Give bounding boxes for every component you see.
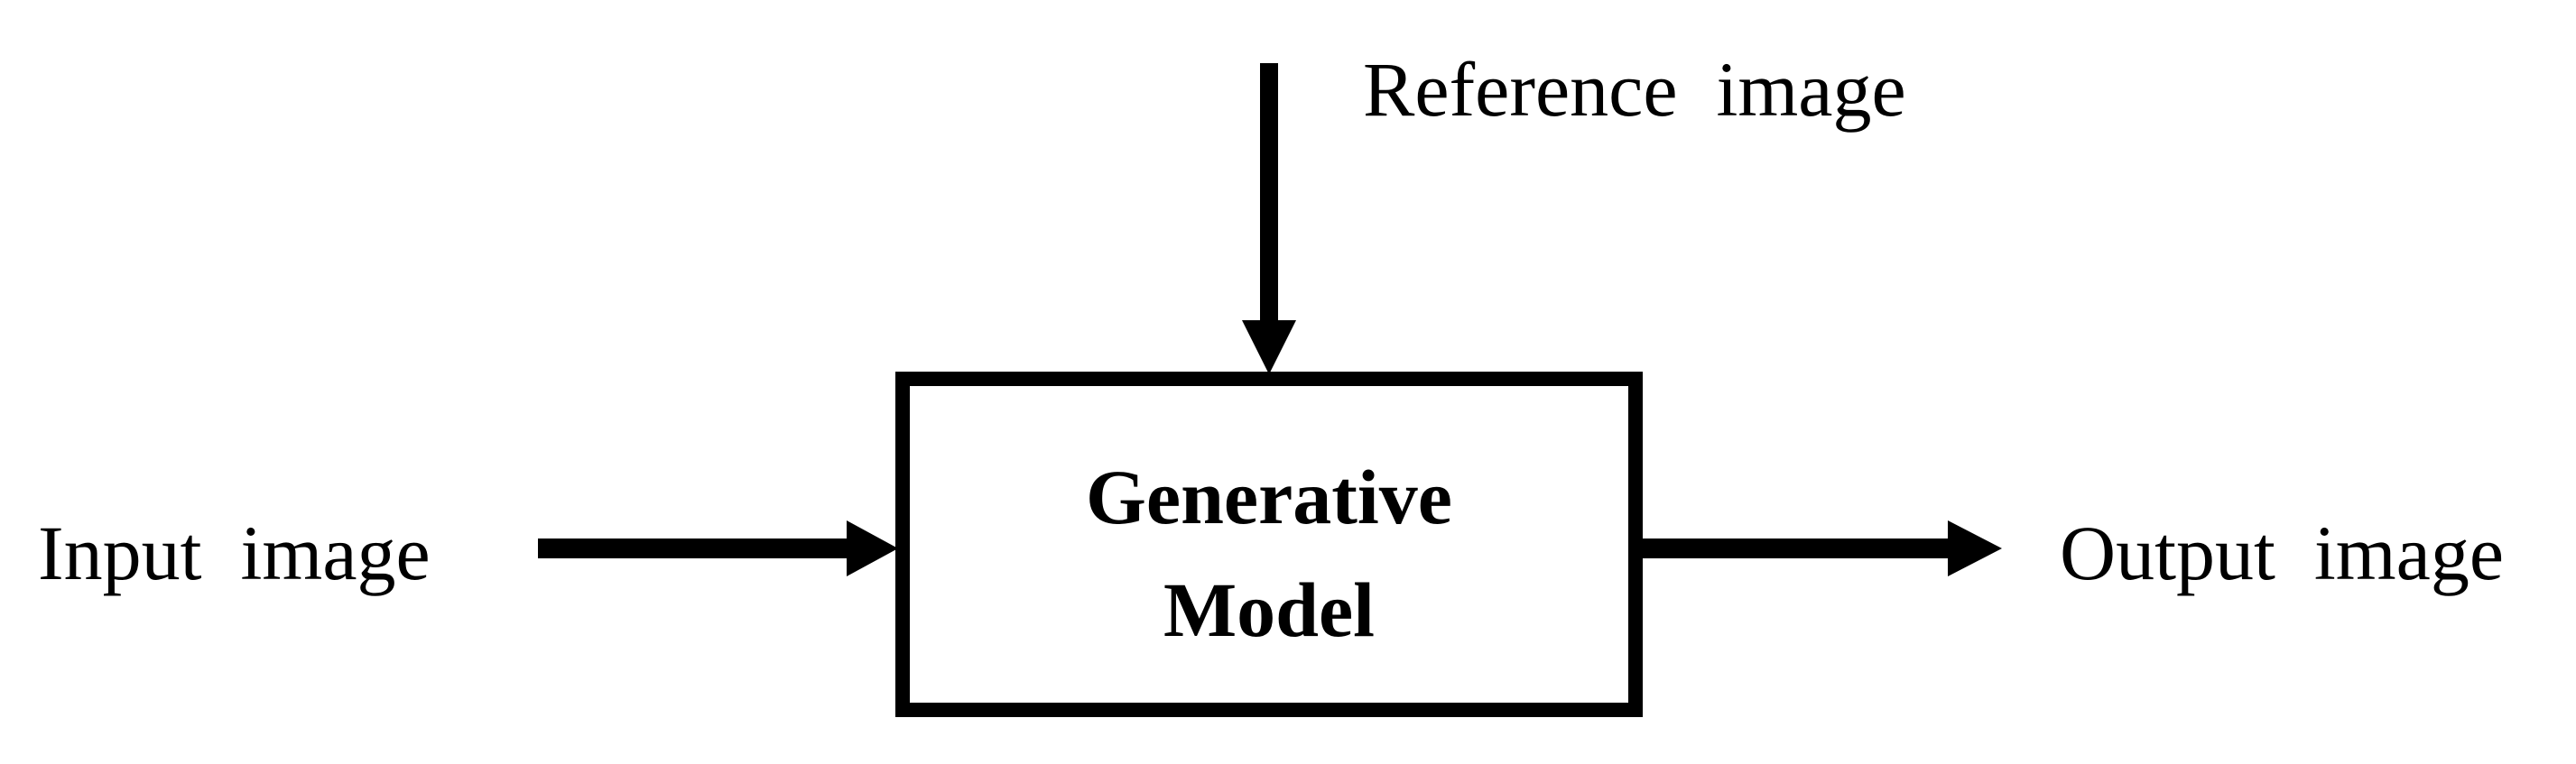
input-arrow (538, 520, 898, 576)
generative-model-box (895, 372, 1643, 717)
output-image-label: Output image (2060, 510, 2504, 596)
output-arrow-shaft (1635, 538, 1960, 558)
reference-arrow-head (1242, 320, 1296, 374)
input-arrow-shaft (538, 538, 863, 558)
reference-image-label: Reference image (1363, 46, 1906, 133)
input-image-label: Input image (38, 510, 431, 596)
box-label-line1: Generative (1086, 454, 1452, 540)
reference-arrow-shaft (1260, 63, 1278, 334)
input-arrow-head (847, 520, 898, 576)
output-arrow (1635, 520, 2002, 576)
reference-arrow (1242, 63, 1296, 374)
output-arrow-head (1948, 520, 2002, 576)
box-label-line2: Model (1163, 566, 1375, 653)
